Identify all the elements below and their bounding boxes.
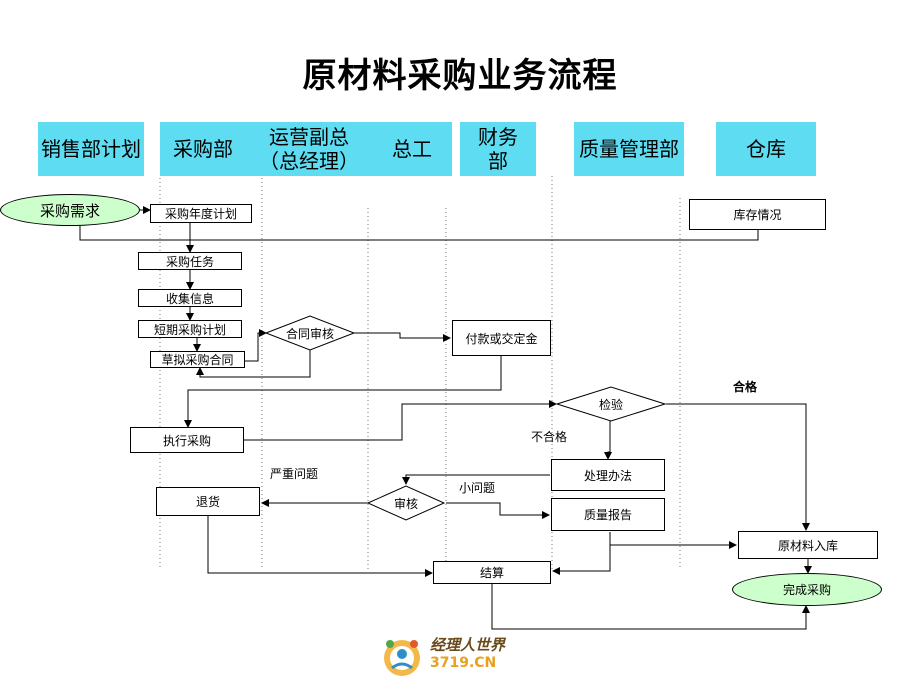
node-return-goods: 退货 bbox=[156, 487, 260, 516]
node-payment: 付款或交定金 bbox=[452, 320, 551, 356]
node-inspect: 检验 bbox=[598, 397, 623, 412]
node-draft-contract: 草拟采购合同 bbox=[150, 351, 245, 368]
label-fail: 不合格 bbox=[531, 430, 568, 444]
node-inventory: 库存情况 bbox=[689, 199, 826, 230]
lane-header-purchasing: 采购部 bbox=[160, 122, 246, 176]
node-settle: 结算 bbox=[433, 561, 551, 584]
lane-header-warehouse: 仓库 bbox=[716, 122, 816, 176]
logo-text-domain: 3719.CN bbox=[430, 655, 497, 671]
lane-header-vp: 运营副总 （总经理） bbox=[246, 122, 372, 176]
lane-header-finance: 财务 部 bbox=[460, 122, 536, 176]
node-annual-plan: 采购年度计划 bbox=[150, 204, 252, 223]
lane-header-chief-engineer: 总工 bbox=[372, 122, 452, 176]
label-serious: 严重问题 bbox=[270, 467, 319, 481]
label-pass: 合格 bbox=[733, 380, 758, 394]
logo-text-name: 经理人世界 bbox=[430, 636, 506, 654]
logo-icon bbox=[384, 640, 420, 676]
label-minor: 小问题 bbox=[459, 481, 496, 495]
node-collect-info: 收集信息 bbox=[138, 289, 242, 307]
node-purchase-demand: 采购需求 bbox=[0, 194, 140, 226]
node-task: 采购任务 bbox=[138, 252, 242, 270]
node-complete: 完成采购 bbox=[732, 573, 882, 606]
node-short-plan: 短期采购计划 bbox=[138, 320, 242, 338]
node-execute: 执行采购 bbox=[130, 427, 244, 453]
node-review: 审核 bbox=[393, 496, 418, 511]
diagram-title: 原材料采购业务流程 bbox=[302, 56, 618, 96]
lane-header-quality: 质量管理部 bbox=[574, 122, 684, 176]
lane-header-sales-plan: 销售部计划 bbox=[38, 122, 144, 176]
node-quality-report: 质量报告 bbox=[551, 498, 665, 531]
node-contract-review: 合同审核 bbox=[285, 326, 334, 341]
node-warehouse-in: 原材料入库 bbox=[738, 531, 878, 559]
node-handle: 处理办法 bbox=[551, 459, 665, 491]
